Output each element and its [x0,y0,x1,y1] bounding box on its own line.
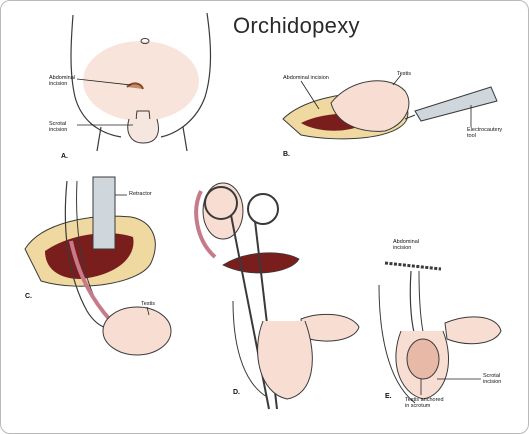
panel-d-letter: D. [233,389,240,396]
panel-a-skin-shading [83,41,199,121]
panel-e-testis [407,339,439,379]
panel-b-label-abdominal-incision: Abdominal incision [283,75,329,81]
panel-c-label-testis: Testis [141,301,155,307]
panel-d-scrotum [258,321,313,399]
panel-e-abdominal-incision-line [385,263,441,269]
panel-e-label-abdominal-incision: Abdominal incision [393,239,421,251]
panel-d-scissor-ring-right [248,194,278,224]
panel-a-label-abdominal-incision: Abdominal incision [49,75,79,87]
panel-b-cautery-tool [415,87,497,121]
panel-e-label-testis-anchored: Testis anchored in scrotum [405,397,449,409]
panel-d-illustration [196,183,359,409]
panel-a-label-scrotal-incision: Scrotal incision [49,121,79,133]
panel-b-illustration [283,75,497,139]
panel-e-letter: E. [385,393,392,400]
panel-b-label-testis: Testis [397,71,411,77]
panel-c-letter: C. [25,293,32,300]
panel-b-letter: B. [283,151,290,158]
panel-e-label-scrotal-incision: Scrotal incision [483,373,511,385]
panel-c-testis [103,307,171,355]
panel-c-label-retractor: Retractor [129,191,152,197]
panel-a-letter: A. [61,153,68,160]
panel-a-right-leg [183,127,187,151]
panel-a-scrotum [128,119,159,143]
panel-e-penis [445,317,501,344]
panel-a-left-leg [97,127,101,151]
panel-c-illustration [25,177,171,355]
panel-b-label-electrocautery: Electrocautery tool [467,127,503,139]
panel-c-retractor [93,177,115,249]
panel-a-illustration [71,13,211,151]
